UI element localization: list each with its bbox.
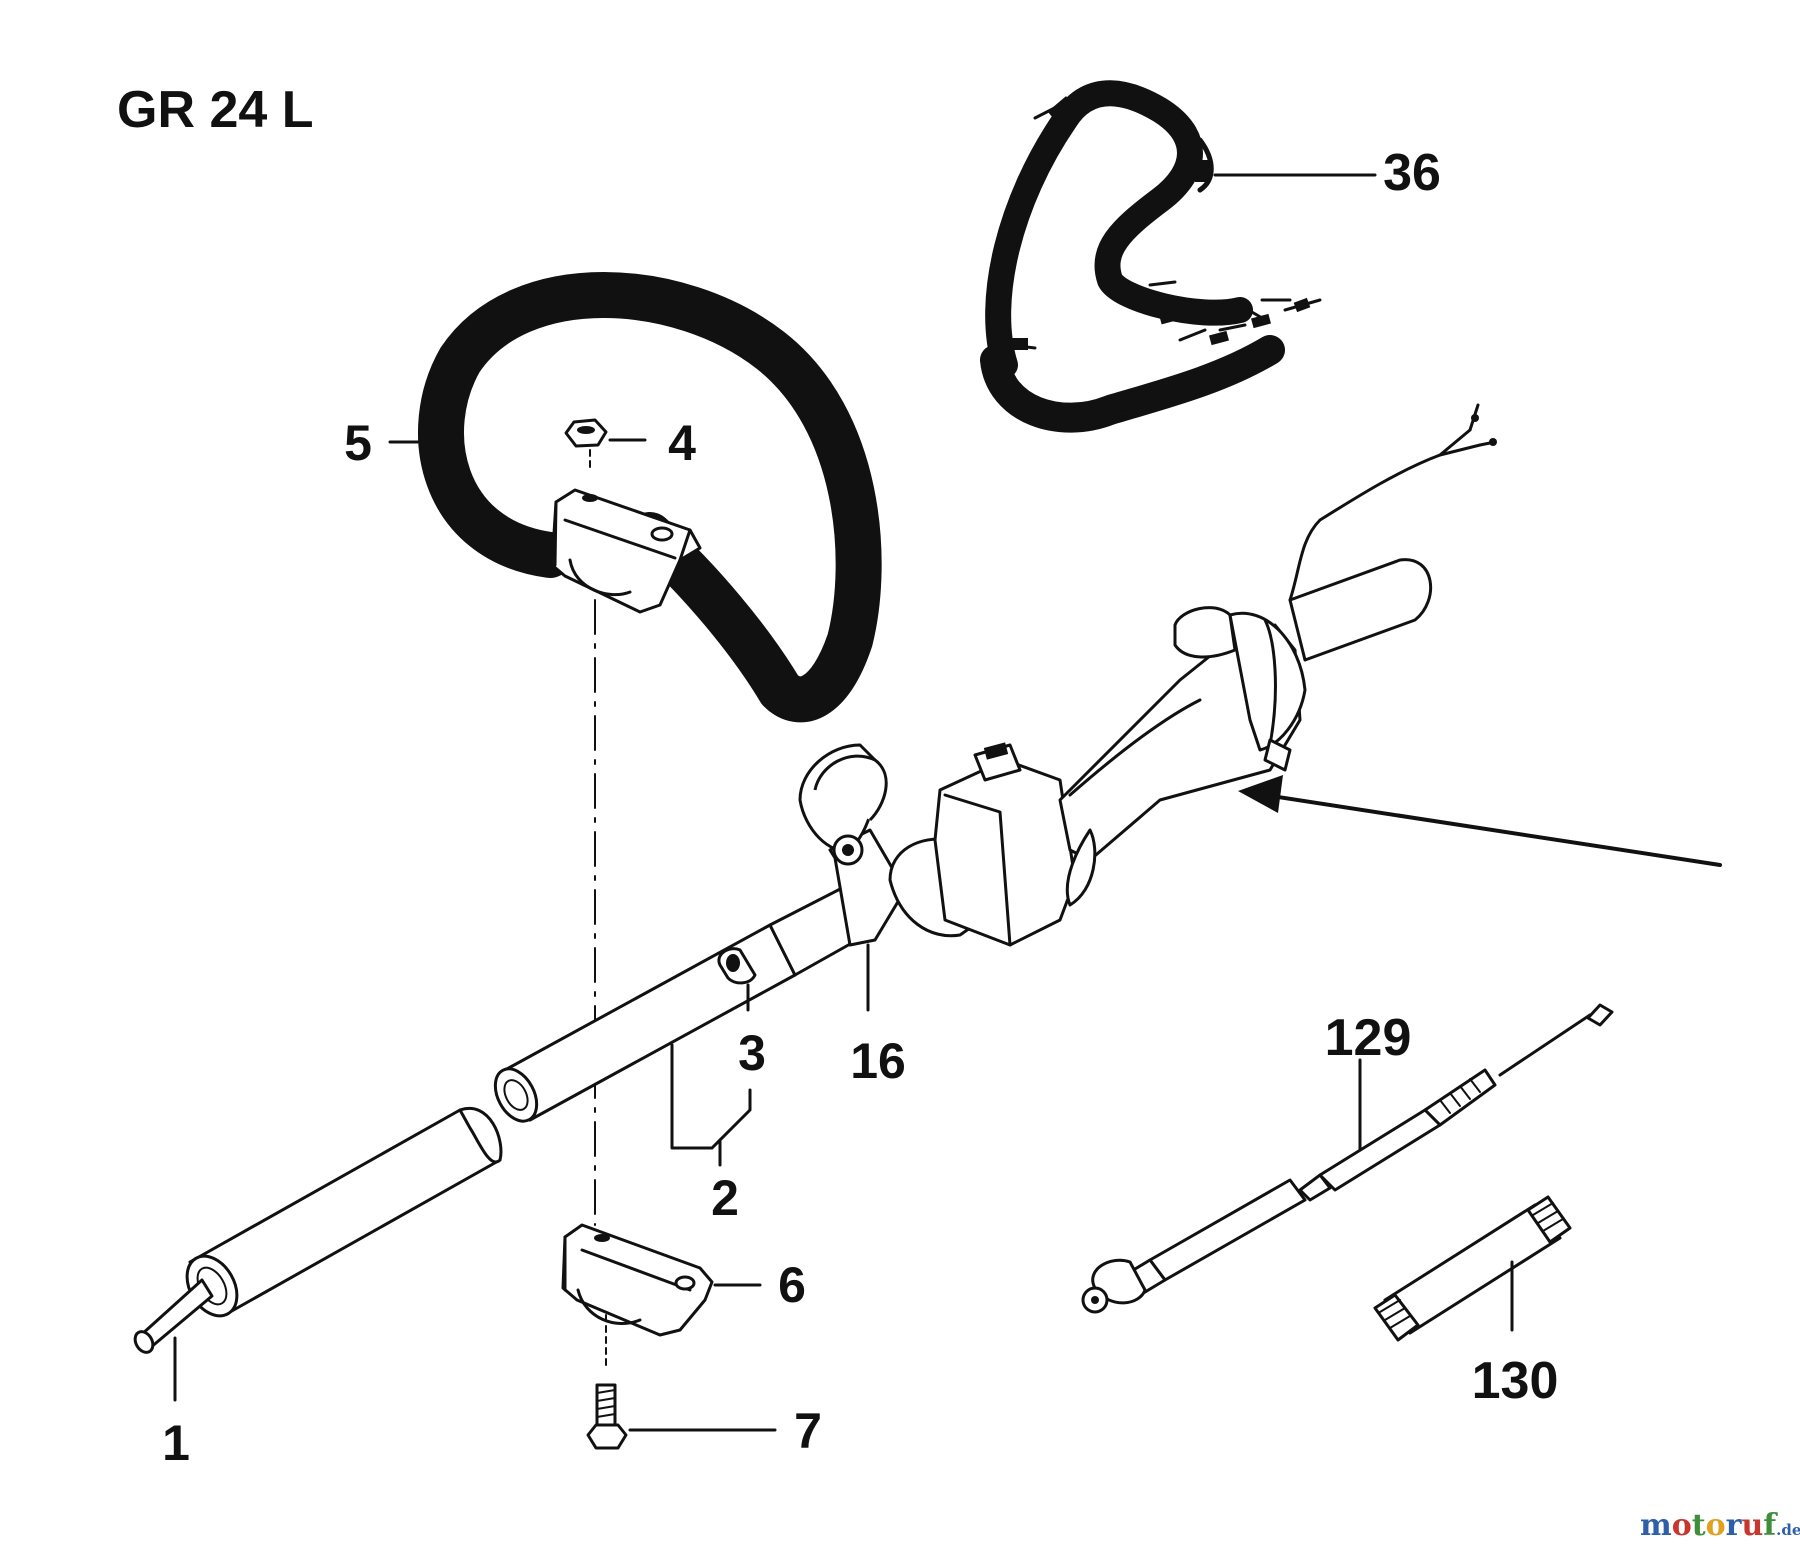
motoruf-watermark-logo: motoruf.de <box>1640 1508 1800 1543</box>
label-4: 4 <box>668 415 696 471</box>
upper-clamp-block <box>550 488 702 614</box>
nut-part-4 <box>564 418 608 471</box>
label-1: 1 <box>162 1415 190 1471</box>
throttle-handle-body <box>888 558 1432 947</box>
label-129: 129 <box>1325 1009 1412 1067</box>
shaft-tube-part-1 <box>133 1106 503 1354</box>
handle-clamp-part-16 <box>798 743 907 947</box>
label-130: 130 <box>1472 1352 1559 1410</box>
spacer-sleeve-part-130 <box>1373 1195 1572 1342</box>
bolt-part-7 <box>586 1314 628 1450</box>
label-6: 6 <box>778 1257 806 1313</box>
leader-2-bracket <box>670 1043 752 1150</box>
lower-clamp-part-6 <box>561 1223 714 1337</box>
grip-wire <box>1288 453 1442 602</box>
loop-handle-part-5 <box>418 272 882 723</box>
label-36: 36 <box>1383 144 1441 202</box>
label-3: 3 <box>738 1025 766 1081</box>
shaft-tube-middle <box>493 923 797 1123</box>
diagram-title: GR 24 L <box>117 81 314 139</box>
grip-wire-2 <box>1438 428 1482 457</box>
pointer-arrow <box>1238 775 1722 867</box>
label-7: 7 <box>794 1403 822 1459</box>
harness-part-36 <box>980 80 1322 433</box>
label-2: 2 <box>711 1170 739 1226</box>
label-5: 5 <box>344 415 372 471</box>
watermark-letters: motoruf.de <box>1640 1508 1800 1543</box>
throttle-cable-part-129 <box>1081 1003 1614 1314</box>
label-16: 16 <box>850 1033 906 1089</box>
